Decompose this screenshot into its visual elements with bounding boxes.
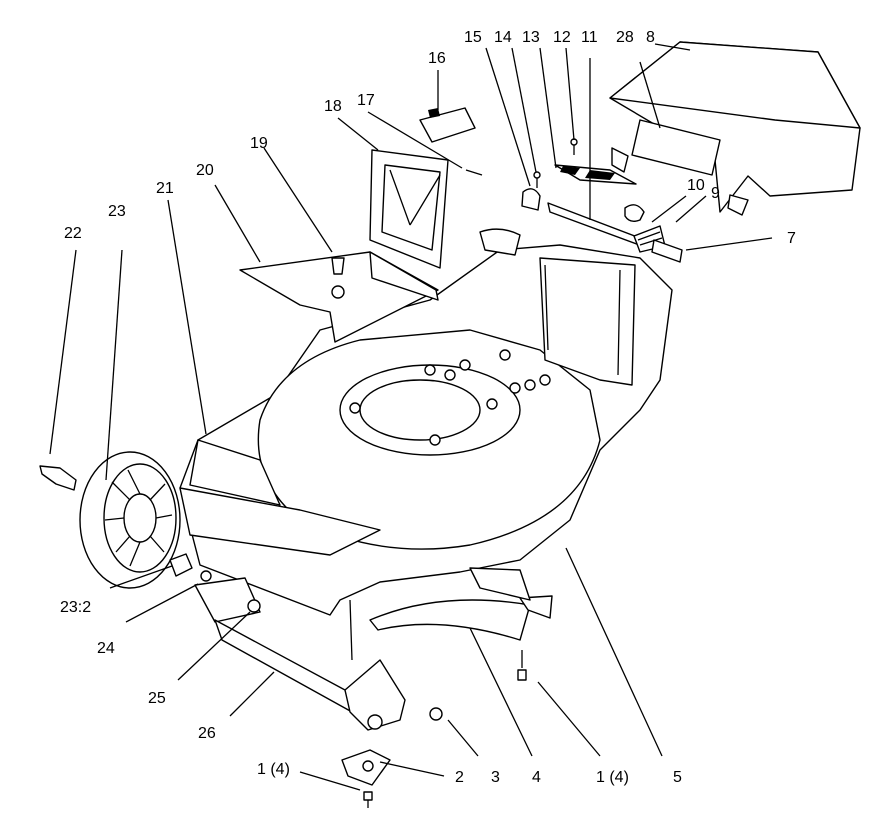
callout-11: 11 xyxy=(581,29,598,46)
callout-3: 3 xyxy=(491,769,500,786)
callout-9: 9 xyxy=(711,185,720,202)
callout-1-4-right: 1 (4) xyxy=(596,769,629,786)
callout-18: 18 xyxy=(324,98,342,115)
chute-parts xyxy=(369,107,483,269)
callout-4: 4 xyxy=(532,769,541,786)
callout-17: 17 xyxy=(357,92,375,109)
callout-20: 20 xyxy=(196,162,214,179)
callout-5: 5 xyxy=(673,769,682,786)
callout-8: 8 xyxy=(646,29,655,46)
mulch-plate-part xyxy=(239,251,439,343)
baffle-part xyxy=(349,567,553,681)
callout-7: 7 xyxy=(787,230,796,247)
callout-23-2: 23:2 xyxy=(60,599,91,616)
callout-21: 21 xyxy=(156,180,174,197)
callout-19: 19 xyxy=(250,135,268,152)
mower-deck-part xyxy=(179,228,673,616)
callout-28: 28 xyxy=(616,29,634,46)
callout-1-4-left: 1 (4) xyxy=(257,761,290,778)
hinge-parts xyxy=(521,138,683,263)
callout-10: 10 xyxy=(687,177,705,194)
wheel-part xyxy=(39,451,212,589)
callout-13: 13 xyxy=(522,29,540,46)
callout-labels: 8 28 11 12 13 14 15 16 17 18 19 20 21 22… xyxy=(60,29,796,786)
callout-23: 23 xyxy=(108,203,126,220)
callout-15: 15 xyxy=(464,29,482,46)
callout-12: 12 xyxy=(553,29,571,46)
callout-2: 2 xyxy=(455,769,464,786)
rear-door-part xyxy=(609,41,861,216)
callout-14: 14 xyxy=(494,29,512,46)
rear-axle-part xyxy=(194,577,443,808)
callout-16: 16 xyxy=(428,50,446,67)
callout-25: 25 xyxy=(148,690,166,707)
callout-24: 24 xyxy=(97,640,115,657)
callout-22: 22 xyxy=(64,225,82,242)
leader-lines xyxy=(49,43,773,791)
callout-26: 26 xyxy=(198,725,216,742)
